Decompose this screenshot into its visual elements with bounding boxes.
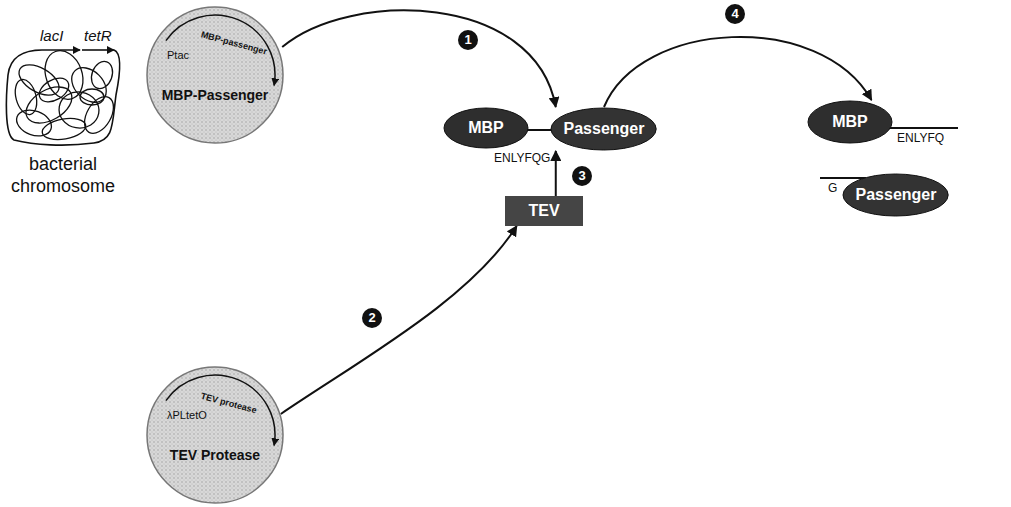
node-text: MBP <box>832 113 868 131</box>
dna-tangle <box>12 77 41 117</box>
protein-ellipse: Passenger <box>550 107 657 151</box>
linker-stub <box>885 127 958 129</box>
gene-arrow <box>166 15 275 85</box>
dna-tangle <box>80 89 104 105</box>
node-text: MBP-Passenger <box>145 87 285 103</box>
node-text: Passenger <box>856 186 937 204</box>
ellipse-shape <box>551 108 656 150</box>
ellipse-shape <box>808 101 892 143</box>
callout-number: 2 <box>362 308 382 328</box>
part-label: tetR <box>84 27 112 44</box>
protein-ellipse: MBP <box>443 107 529 149</box>
node-text: bacterial chromosome <box>4 153 122 197</box>
protease-box: TEV <box>505 196 583 226</box>
part-label: lacI <box>40 27 63 44</box>
linker-stub <box>820 177 866 179</box>
gene-arrow <box>166 375 275 445</box>
dna-tangle <box>88 58 116 91</box>
callout-number: 4 <box>725 4 745 24</box>
node-outline <box>145 365 285 505</box>
plasmid-shape <box>147 7 283 143</box>
part-label: ENLYFQ <box>897 131 944 145</box>
callout-number: 1 <box>458 30 478 50</box>
node-text: Passenger <box>564 120 645 138</box>
chromosome-outline <box>6 50 119 145</box>
protein-ellipse: Passenger <box>842 173 949 217</box>
node-outline <box>145 5 285 145</box>
dna-tangle <box>13 106 55 141</box>
ellipse-shape <box>843 174 948 216</box>
ellipse-shape <box>444 108 528 148</box>
dna-tangle <box>41 115 88 142</box>
protein-ellipse: MBP <box>807 100 893 144</box>
callout-number: 3 <box>572 166 592 186</box>
node-text: Ptac <box>167 49 189 61</box>
part-label: G <box>828 181 837 195</box>
node-text: TEV Protease <box>145 447 285 463</box>
node-text: λPLtetO <box>167 409 207 421</box>
part-label: ENLYFQG <box>494 151 550 165</box>
flow-arrow <box>555 151 557 196</box>
gene-arrow <box>82 49 114 51</box>
dna-tangle <box>79 92 120 139</box>
dna-tangle <box>20 80 78 131</box>
plasmid-shape <box>147 367 283 503</box>
flow-arrow <box>282 10 556 107</box>
flow-arrow <box>281 226 517 414</box>
dna-tangle <box>65 61 113 109</box>
dna-tangle <box>35 73 73 106</box>
node-text: MBP <box>468 119 504 137</box>
rect-shape <box>505 196 583 226</box>
flow-arrow <box>604 37 872 107</box>
plasmid-circle: PtacMBP-passengerMBP-Passenger <box>145 5 285 145</box>
plasmid-circle: λPLtetOTEV proteaseTEV Protease <box>145 365 285 505</box>
node-text: TEV <box>528 202 559 220</box>
chromosome-loop: bacterial chromosome <box>4 35 122 205</box>
